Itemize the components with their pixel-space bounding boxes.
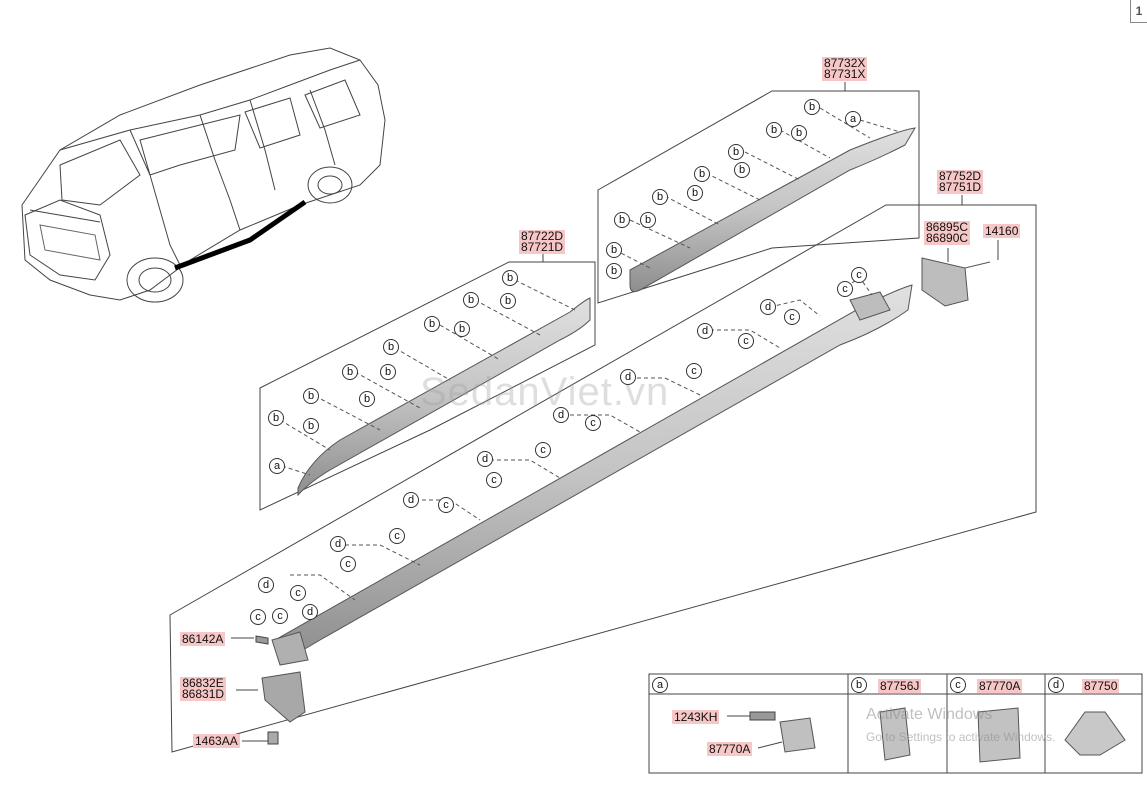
callout: b bbox=[454, 321, 470, 337]
callout: b bbox=[359, 391, 375, 407]
front-molding-part bbox=[297, 297, 591, 497]
callout: c bbox=[585, 415, 601, 431]
callout: b bbox=[734, 162, 750, 178]
callout: d bbox=[258, 577, 274, 593]
callout: c bbox=[438, 497, 454, 513]
callout: c bbox=[250, 609, 266, 625]
callout: b bbox=[380, 364, 396, 380]
callout: b bbox=[766, 122, 782, 138]
legend-part-d: 87750 bbox=[1082, 679, 1120, 693]
clip-87750-drawing bbox=[1064, 711, 1126, 756]
callout: b bbox=[791, 125, 807, 141]
highlighted-sill bbox=[174, 199, 307, 271]
callout: c bbox=[784, 309, 800, 325]
callout: c bbox=[290, 585, 306, 601]
mud-guard-part bbox=[261, 671, 306, 723]
activate-windows-title: Activate Windows bbox=[866, 706, 993, 723]
callout: b bbox=[804, 99, 820, 115]
rear-molding-frame bbox=[597, 90, 920, 304]
callout: c bbox=[837, 281, 853, 297]
callout: b bbox=[687, 185, 703, 201]
callout: a bbox=[269, 458, 285, 474]
callout: a bbox=[845, 111, 861, 127]
legend-key-d: d bbox=[1048, 677, 1064, 693]
activate-windows-subtitle: Go to Settings to activate Windows. bbox=[866, 730, 1056, 744]
callout: c bbox=[686, 363, 702, 379]
callout: b bbox=[303, 388, 319, 404]
legend-key-c: c bbox=[950, 677, 966, 693]
callout: d bbox=[620, 369, 636, 385]
rear-molding-part bbox=[629, 127, 916, 293]
legend-key-a: a bbox=[652, 677, 668, 693]
callout: b bbox=[728, 144, 744, 160]
callout: b bbox=[606, 242, 622, 258]
callout: b bbox=[606, 263, 622, 279]
sill-frame bbox=[169, 204, 1037, 753]
callout: c bbox=[272, 608, 288, 624]
side-sill-molding-part bbox=[274, 284, 913, 661]
callout: b bbox=[342, 364, 358, 380]
callout: d bbox=[553, 407, 569, 423]
clip-87756j-drawing bbox=[879, 707, 911, 761]
legend-part-c: 87770A bbox=[977, 679, 1023, 693]
callout: b bbox=[500, 293, 516, 309]
page-number: 1 bbox=[1130, 0, 1147, 23]
callout: b bbox=[652, 189, 668, 205]
callout: b bbox=[502, 270, 518, 286]
callout: b bbox=[640, 212, 656, 228]
callout: c bbox=[340, 556, 356, 572]
callout: c bbox=[486, 472, 502, 488]
callout: b bbox=[383, 339, 399, 355]
callout: b bbox=[424, 316, 440, 332]
label-screw: 86142A bbox=[180, 632, 226, 646]
callout: d bbox=[477, 451, 493, 467]
legend-part-a-clip: 87770A bbox=[707, 742, 753, 756]
callout: d bbox=[302, 604, 318, 620]
callout: d bbox=[330, 536, 346, 552]
callout: d bbox=[697, 323, 713, 339]
label-nut: 1463AA bbox=[193, 734, 240, 748]
callout: b bbox=[303, 418, 319, 434]
clip-87770a-b-drawing bbox=[977, 707, 1021, 763]
front-molding-frame bbox=[259, 261, 596, 511]
callout: c bbox=[535, 442, 551, 458]
clip-87770a-drawing bbox=[779, 717, 816, 753]
legend-table-lines bbox=[648, 673, 1143, 774]
callout: c bbox=[851, 267, 867, 283]
label-screw-small: 14160 bbox=[983, 224, 1021, 238]
callout: d bbox=[760, 299, 776, 315]
callout: b bbox=[694, 166, 710, 182]
legend-part-a-screw: 1243KH bbox=[672, 710, 720, 724]
callout: b bbox=[614, 212, 630, 228]
legend-key-b: b bbox=[851, 677, 867, 693]
callout: b bbox=[463, 292, 479, 308]
callout: d bbox=[403, 492, 419, 508]
bracket-part bbox=[921, 257, 969, 307]
callout: b bbox=[268, 410, 284, 426]
vehicle-outline bbox=[21, 47, 386, 303]
callout: c bbox=[738, 333, 754, 349]
legend-part-b: 87756J bbox=[878, 679, 922, 693]
callout: c bbox=[389, 528, 405, 544]
